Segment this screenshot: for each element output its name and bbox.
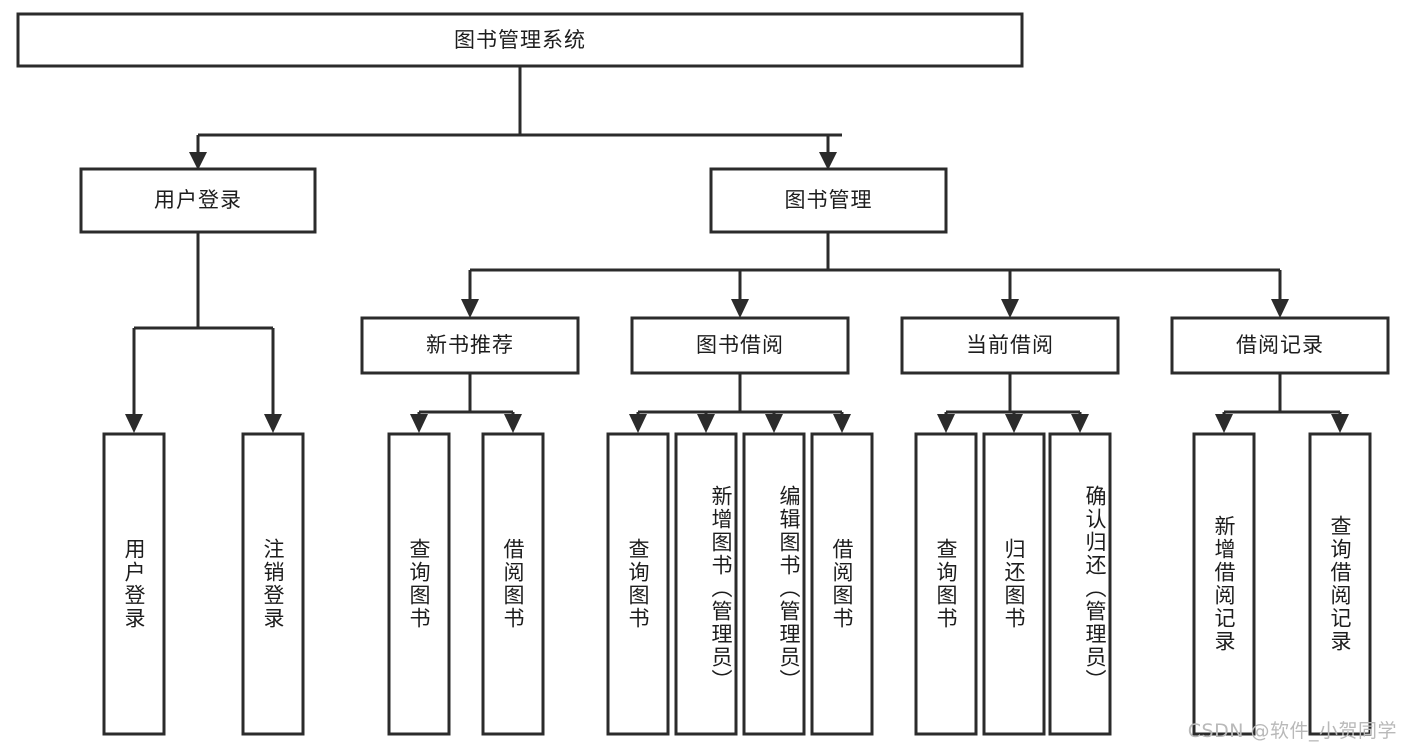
leaf-borrow-borrow-book[interactable] — [812, 434, 872, 734]
leaf-add-book-admin[interactable] — [676, 434, 736, 734]
leaf-user-logout[interactable] — [243, 434, 303, 734]
leaf-query-borrow-record[interactable] — [1310, 434, 1370, 734]
leaf-add-borrow-record[interactable] — [1194, 434, 1254, 734]
node-new-book-recommend[interactable] — [362, 318, 578, 373]
node-borrow-record[interactable] — [1172, 318, 1388, 373]
leaf-recommend-borrow-book[interactable] — [483, 434, 543, 734]
node-root[interactable] — [18, 14, 1022, 66]
node-user-login[interactable] — [81, 169, 315, 232]
leaf-recommend-query-book[interactable] — [389, 434, 449, 734]
node-book-management[interactable] — [711, 169, 946, 232]
leaf-edit-book-admin[interactable] — [744, 434, 804, 734]
leaf-confirm-return-admin[interactable] — [1050, 434, 1110, 734]
node-book-borrow[interactable] — [632, 318, 848, 373]
leaf-return-book[interactable] — [984, 434, 1044, 734]
leaf-borrow-query-book[interactable] — [608, 434, 668, 734]
leaf-current-query-book[interactable] — [916, 434, 976, 734]
leaf-user-login[interactable] — [104, 434, 164, 734]
node-current-borrow[interactable] — [902, 318, 1118, 373]
